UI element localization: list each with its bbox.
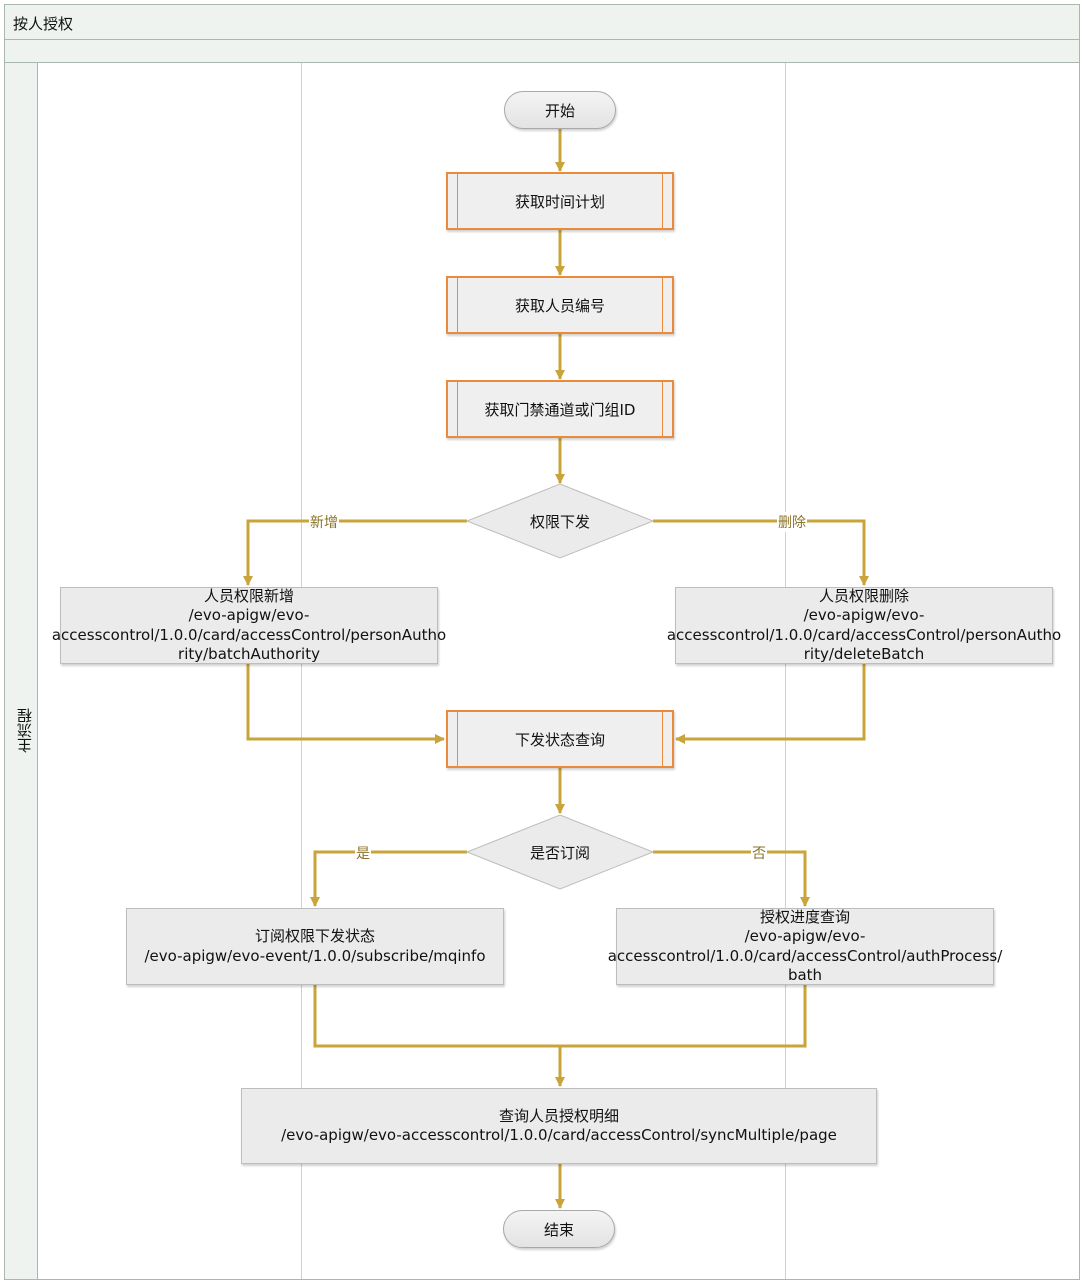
query-detail-title: 查询人员授权明细 bbox=[498, 1106, 619, 1125]
add-authority-path-1: /evo-apigw/evo- bbox=[188, 606, 310, 624]
lane-header: 主流程 bbox=[5, 63, 38, 1279]
diagram-title: 按人授权 bbox=[13, 15, 74, 33]
edge-decision-to-delete bbox=[653, 519, 869, 586]
decision-issue-shape bbox=[465, 483, 655, 559]
subscribe-status-path: /evo-apigw/evo-event/1.0.0/subscribe/mqi… bbox=[144, 946, 486, 965]
auth-progress-path-1: /evo-apigw/evo- bbox=[744, 927, 866, 945]
delete-authority-title: 人员权限删除 bbox=[818, 586, 909, 605]
edge-decision-to-add bbox=[243, 519, 467, 586]
add-authority-path-3: rity/batchAuthority bbox=[178, 645, 320, 663]
edge-label-yes: 是 bbox=[355, 843, 371, 863]
process-add-authority: 人员权限新增 /evo-apigw/evo- accesscontrol/1.0… bbox=[52, 586, 446, 664]
delete-authority-path-2: accesscontrol/1.0.0/card/accessControl/p… bbox=[666, 625, 1062, 644]
process-auth-progress: 授权进度查询 /evo-apigw/evo- accesscontrol/1.0… bbox=[608, 907, 1002, 985]
subprocess-get-person-code: 获取人员编号 bbox=[446, 276, 674, 334]
auth-progress-path-2: accesscontrol/1.0.0/card/accessControl/a… bbox=[607, 946, 1003, 965]
add-authority-path-2: accesscontrol/1.0.0/card/accessControl/p… bbox=[51, 625, 447, 644]
edge-decision-to-subscribe bbox=[310, 850, 467, 907]
process-delete-authority: 人员权限删除 /evo-apigw/evo- accesscontrol/1.0… bbox=[667, 586, 1061, 664]
edge-delete-to-statusquery bbox=[675, 664, 866, 744]
delete-authority-path-1: /evo-apigw/evo- bbox=[803, 606, 925, 624]
subprocess-get-channel-id: 获取门禁通道或门组ID bbox=[446, 380, 674, 438]
title-bar: 按人授权 bbox=[5, 5, 1079, 40]
edge-add-to-statusquery bbox=[246, 664, 445, 744]
add-authority-title: 人员权限新增 bbox=[203, 586, 294, 605]
column-divider-left bbox=[301, 63, 302, 1279]
decision-subscribe-shape bbox=[465, 814, 655, 890]
query-detail-path: /evo-apigw/evo-accesscontrol/1.0.0/card/… bbox=[281, 1126, 837, 1144]
edge-decision-to-progress bbox=[653, 850, 810, 907]
process-subscribe-status: 订阅权限下发状态 /evo-apigw/evo-event/1.0.0/subs… bbox=[126, 908, 504, 985]
process-query-detail: 查询人员授权明细 /evo-apigw/evo-accesscontrol/1.… bbox=[241, 1088, 877, 1164]
auth-progress-path-3: bath bbox=[787, 966, 823, 984]
edge-label-delete: 删除 bbox=[777, 512, 807, 532]
auth-progress-title: 授权进度查询 bbox=[759, 907, 850, 926]
subprocess-get-time-plan: 获取时间计划 bbox=[446, 172, 674, 230]
edge-label-add: 新增 bbox=[309, 512, 339, 532]
subscribe-status-title: 订阅权限下发状态 bbox=[254, 927, 375, 945]
start-node: 开始 bbox=[504, 91, 616, 129]
column-divider-right bbox=[785, 63, 786, 1279]
phase-bar bbox=[5, 40, 1079, 63]
subprocess-issue-status-query: 下发状态查询 bbox=[446, 710, 674, 768]
edge-label-no: 否 bbox=[751, 843, 767, 863]
edge-merge-join bbox=[313, 985, 807, 1048]
end-node: 结束 bbox=[503, 1210, 615, 1248]
delete-authority-path-3: rity/deleteBatch bbox=[803, 645, 925, 663]
decision-subscribe-label: 是否订阅 bbox=[529, 844, 590, 862]
decision-issue-label: 权限下发 bbox=[529, 513, 590, 531]
